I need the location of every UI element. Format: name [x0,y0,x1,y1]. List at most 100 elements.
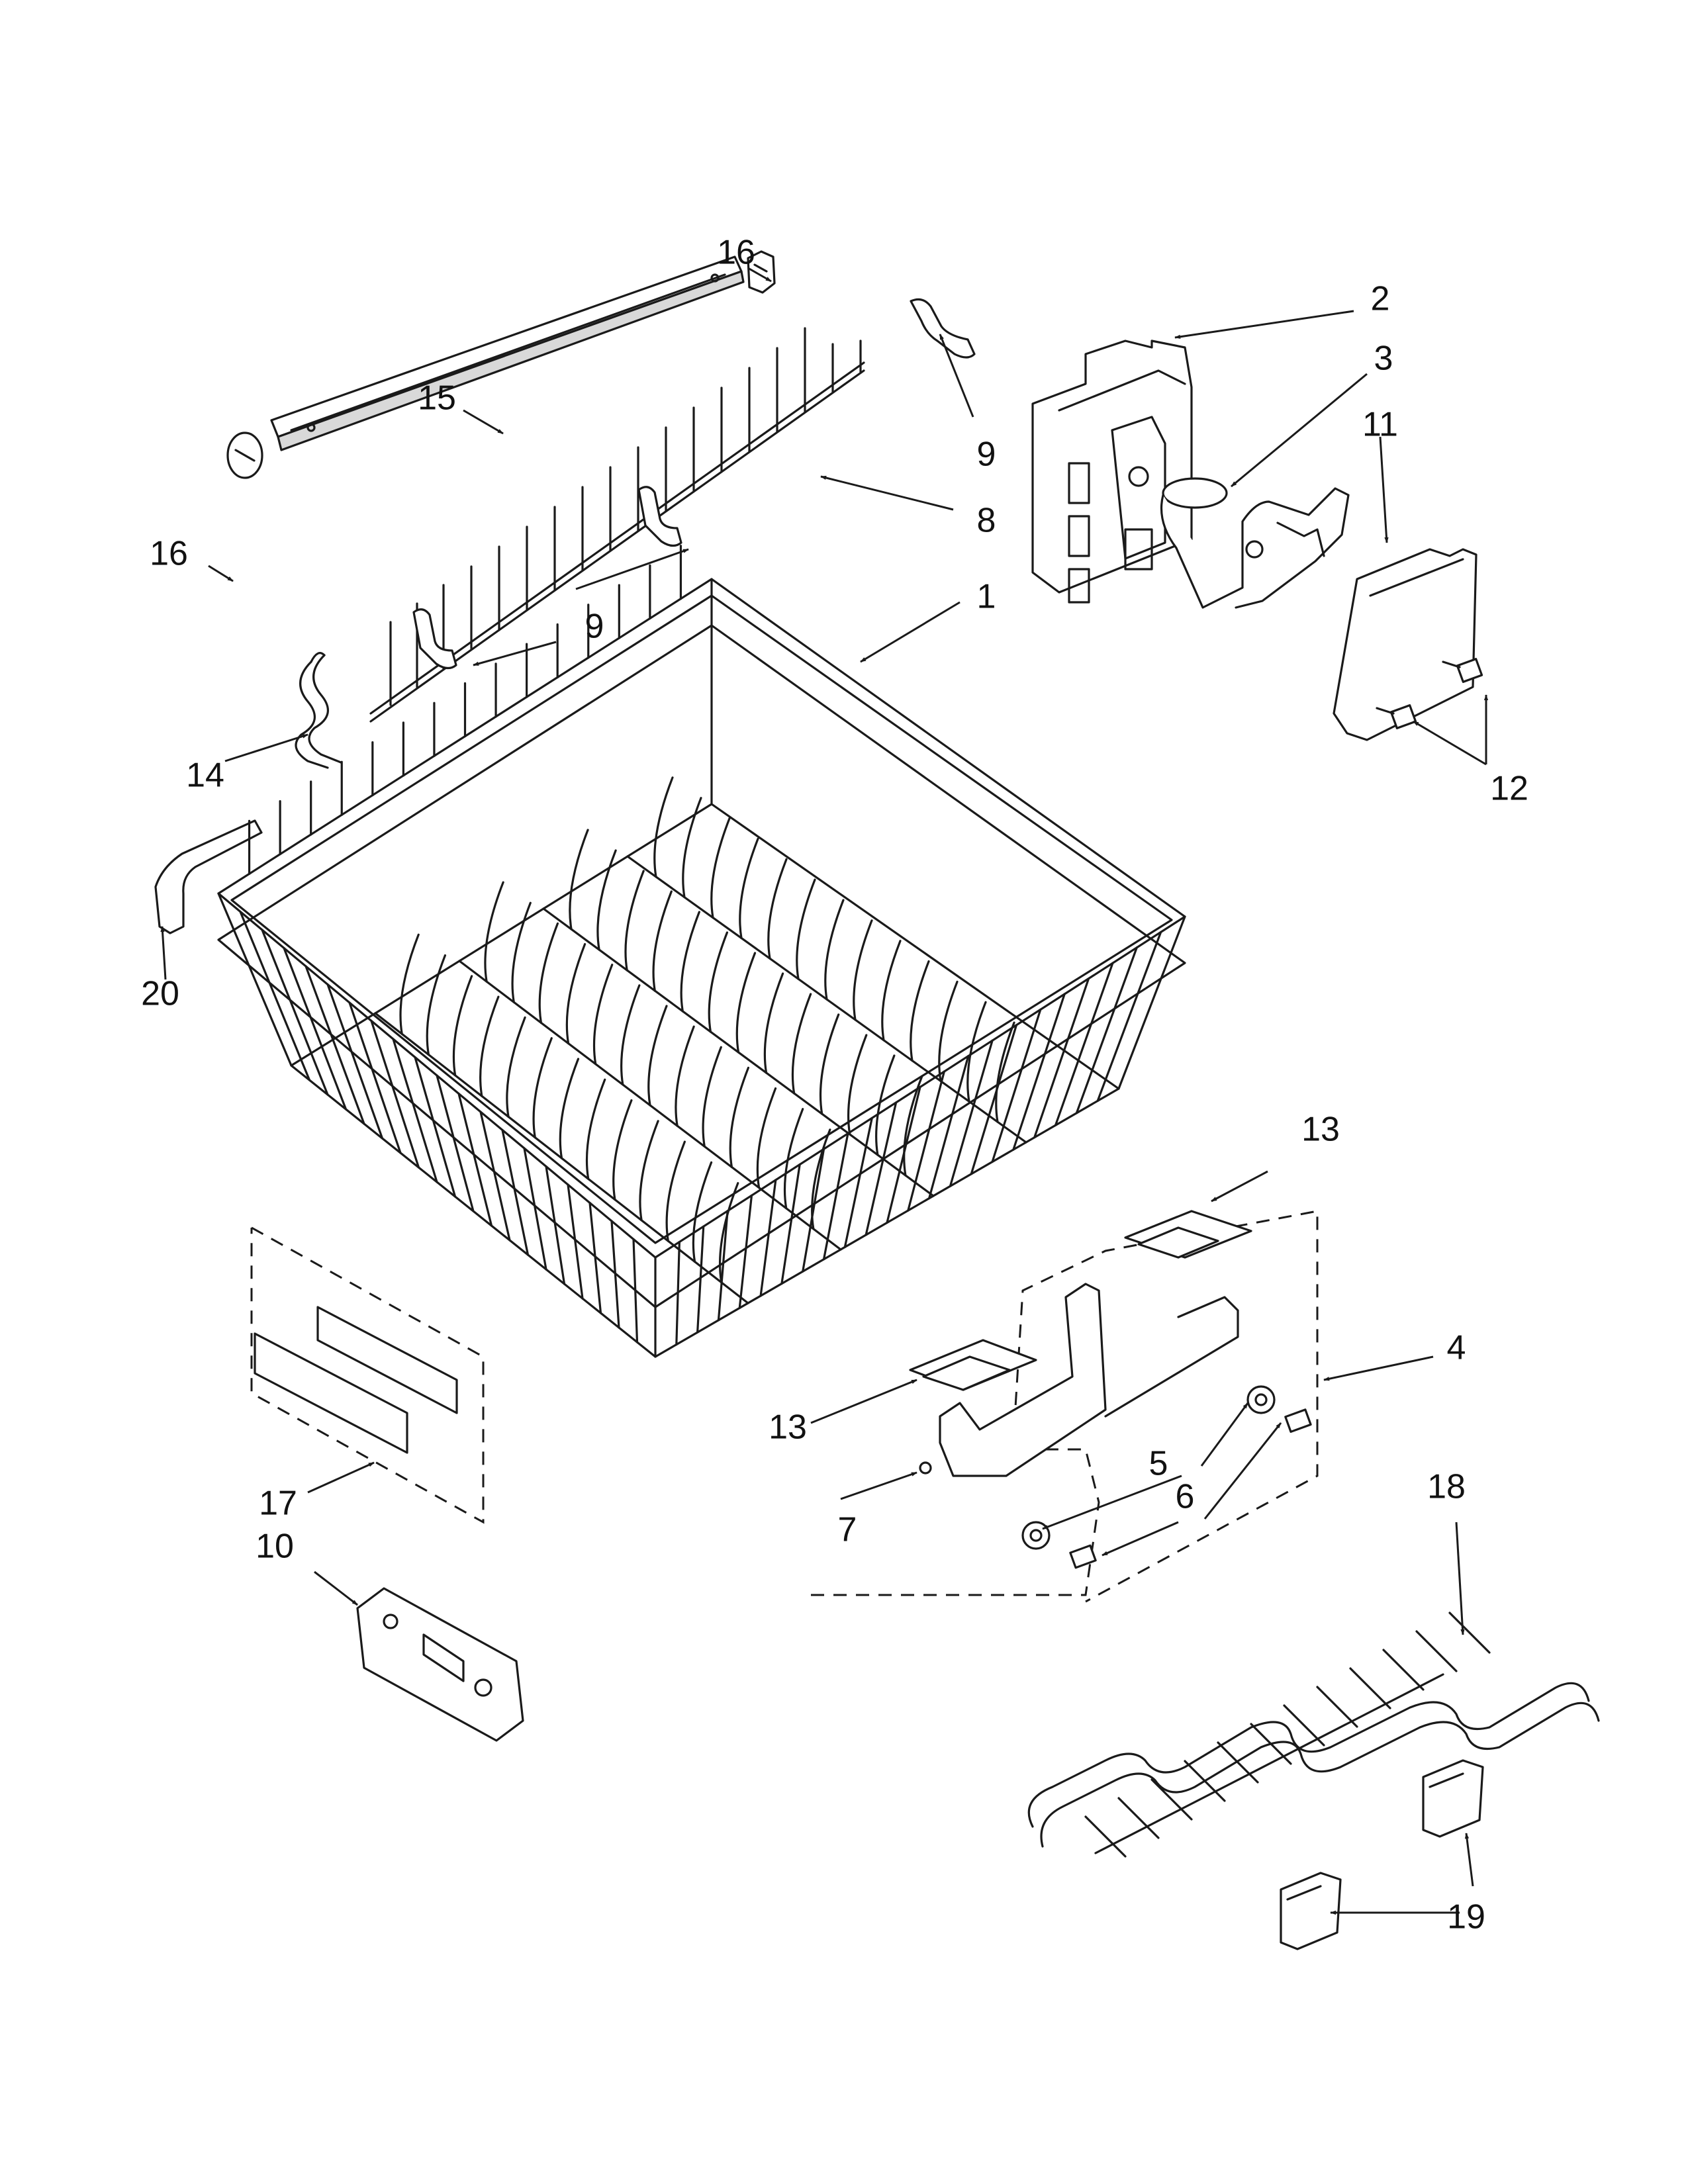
wire-rack-part-18 [1027,1612,1600,1858]
basket-wire [843,1116,873,1248]
basket-tine [995,1021,1015,1123]
basket-tine [680,911,700,1013]
basket-tine [718,1182,739,1284]
basket-wire [305,965,365,1125]
basket-wire [1075,946,1138,1115]
callout-20: 20 [141,975,179,1013]
screw-part-7 [919,1461,932,1475]
rack-rung [1349,1667,1391,1709]
basket-tine [735,952,757,1054]
wheel-part-5-b [1021,1521,1051,1550]
basket-wire [802,1148,825,1273]
rack-rung [1150,1778,1193,1821]
basket-tine [702,1046,722,1148]
wheel-part-5-a [1246,1385,1276,1414]
basket-tine [596,849,617,951]
basket-tine [532,1037,553,1139]
end-cap-part-16-top [747,250,776,294]
basket-wire [738,1194,753,1309]
callout-3: 3 [1374,340,1393,378]
basket-wire [970,1024,1018,1175]
callout-9-mid: 9 [585,608,604,646]
rack-rung [1084,1815,1127,1858]
basket-wire [436,1074,475,1212]
basket-wire [928,1055,970,1200]
basket-wire [392,1038,438,1183]
basket-tine [426,954,447,1056]
rack-rung [1382,1649,1425,1691]
callout-9-top: 9 [977,435,996,474]
callout-15: 15 [418,379,456,418]
basket-tine [819,1013,840,1115]
basket-wire [907,1070,945,1212]
basket-wire [1012,993,1066,1151]
rack-rung [1415,1630,1458,1672]
callout-7: 7 [838,1511,857,1549]
basket-tine [399,933,420,1035]
callout-11: 11 [1362,406,1398,444]
basket-wire [610,1220,620,1329]
basket-wire [780,1163,801,1285]
basket-tine [538,922,559,1024]
basket-wire [545,1165,566,1285]
basket-tine [484,881,504,983]
basket-tine [791,993,812,1095]
basket-tine [910,960,930,1062]
basket-wire [991,1008,1042,1163]
basket-tine [682,797,702,899]
basket-tine [675,1025,695,1127]
basket-tine [624,870,645,972]
basket-tine [559,1058,580,1160]
axle-part-6-a [1284,1408,1312,1433]
callout-12: 12 [1490,770,1528,808]
leader-lines [160,267,1489,1915]
clip-part-9-low [412,608,457,670]
screw-part-12-a [1442,658,1483,683]
callout-13-lower: 13 [769,1408,807,1447]
basket-tine [620,984,641,1086]
basket-wire [865,1101,898,1236]
basket-wire [1096,931,1162,1103]
basket-tine [966,1001,987,1103]
basket-tine [811,1128,831,1230]
rack-rung [1250,1723,1292,1765]
clip-part-19-right [1422,1759,1484,1838]
basket-tine [647,1005,668,1107]
basket-wire [261,929,329,1096]
callout-5: 5 [1149,1445,1168,1483]
basket-wire [348,1001,402,1154]
callout-4: 4 [1447,1329,1466,1367]
basket-tine [796,878,816,980]
basket-tine [739,837,759,940]
clip-part-19-left [1280,1872,1342,1950]
basket-tine [511,901,532,1003]
basket-tine [853,919,873,1021]
basket-tine [881,940,902,1042]
basket-wire [717,1210,729,1322]
dish-basket-part-1 [217,545,1186,1358]
basket-tine [767,858,788,960]
basket-tine [824,899,845,1001]
rack-rung [1117,1797,1160,1839]
basket-wire [457,1092,493,1227]
callout-17: 17 [259,1484,297,1523]
basket-tine [903,1075,923,1177]
basket-tine [452,975,473,1077]
rack-rail [1094,1673,1444,1854]
basket-wire [696,1225,705,1334]
basket-wire [588,1201,602,1314]
basket-wire [949,1039,994,1187]
callout-8: 8 [977,502,996,540]
basket-tine [763,972,784,1074]
arm-bracket-part-4 [939,1283,1239,1477]
basket-tine [708,931,729,1033]
basket-wire [632,1238,639,1343]
diverter-part-3 [1160,477,1350,609]
slide-part-13-lower [909,1339,1037,1391]
basket-tine [506,1016,526,1118]
basket-wire [1033,978,1090,1139]
callout-labels: 16 2 3 11 9 15 8 16 1 9 12 14 20 13 4 13… [141,234,1528,1936]
basket-wire [523,1147,547,1271]
basket-tine [938,980,959,1083]
